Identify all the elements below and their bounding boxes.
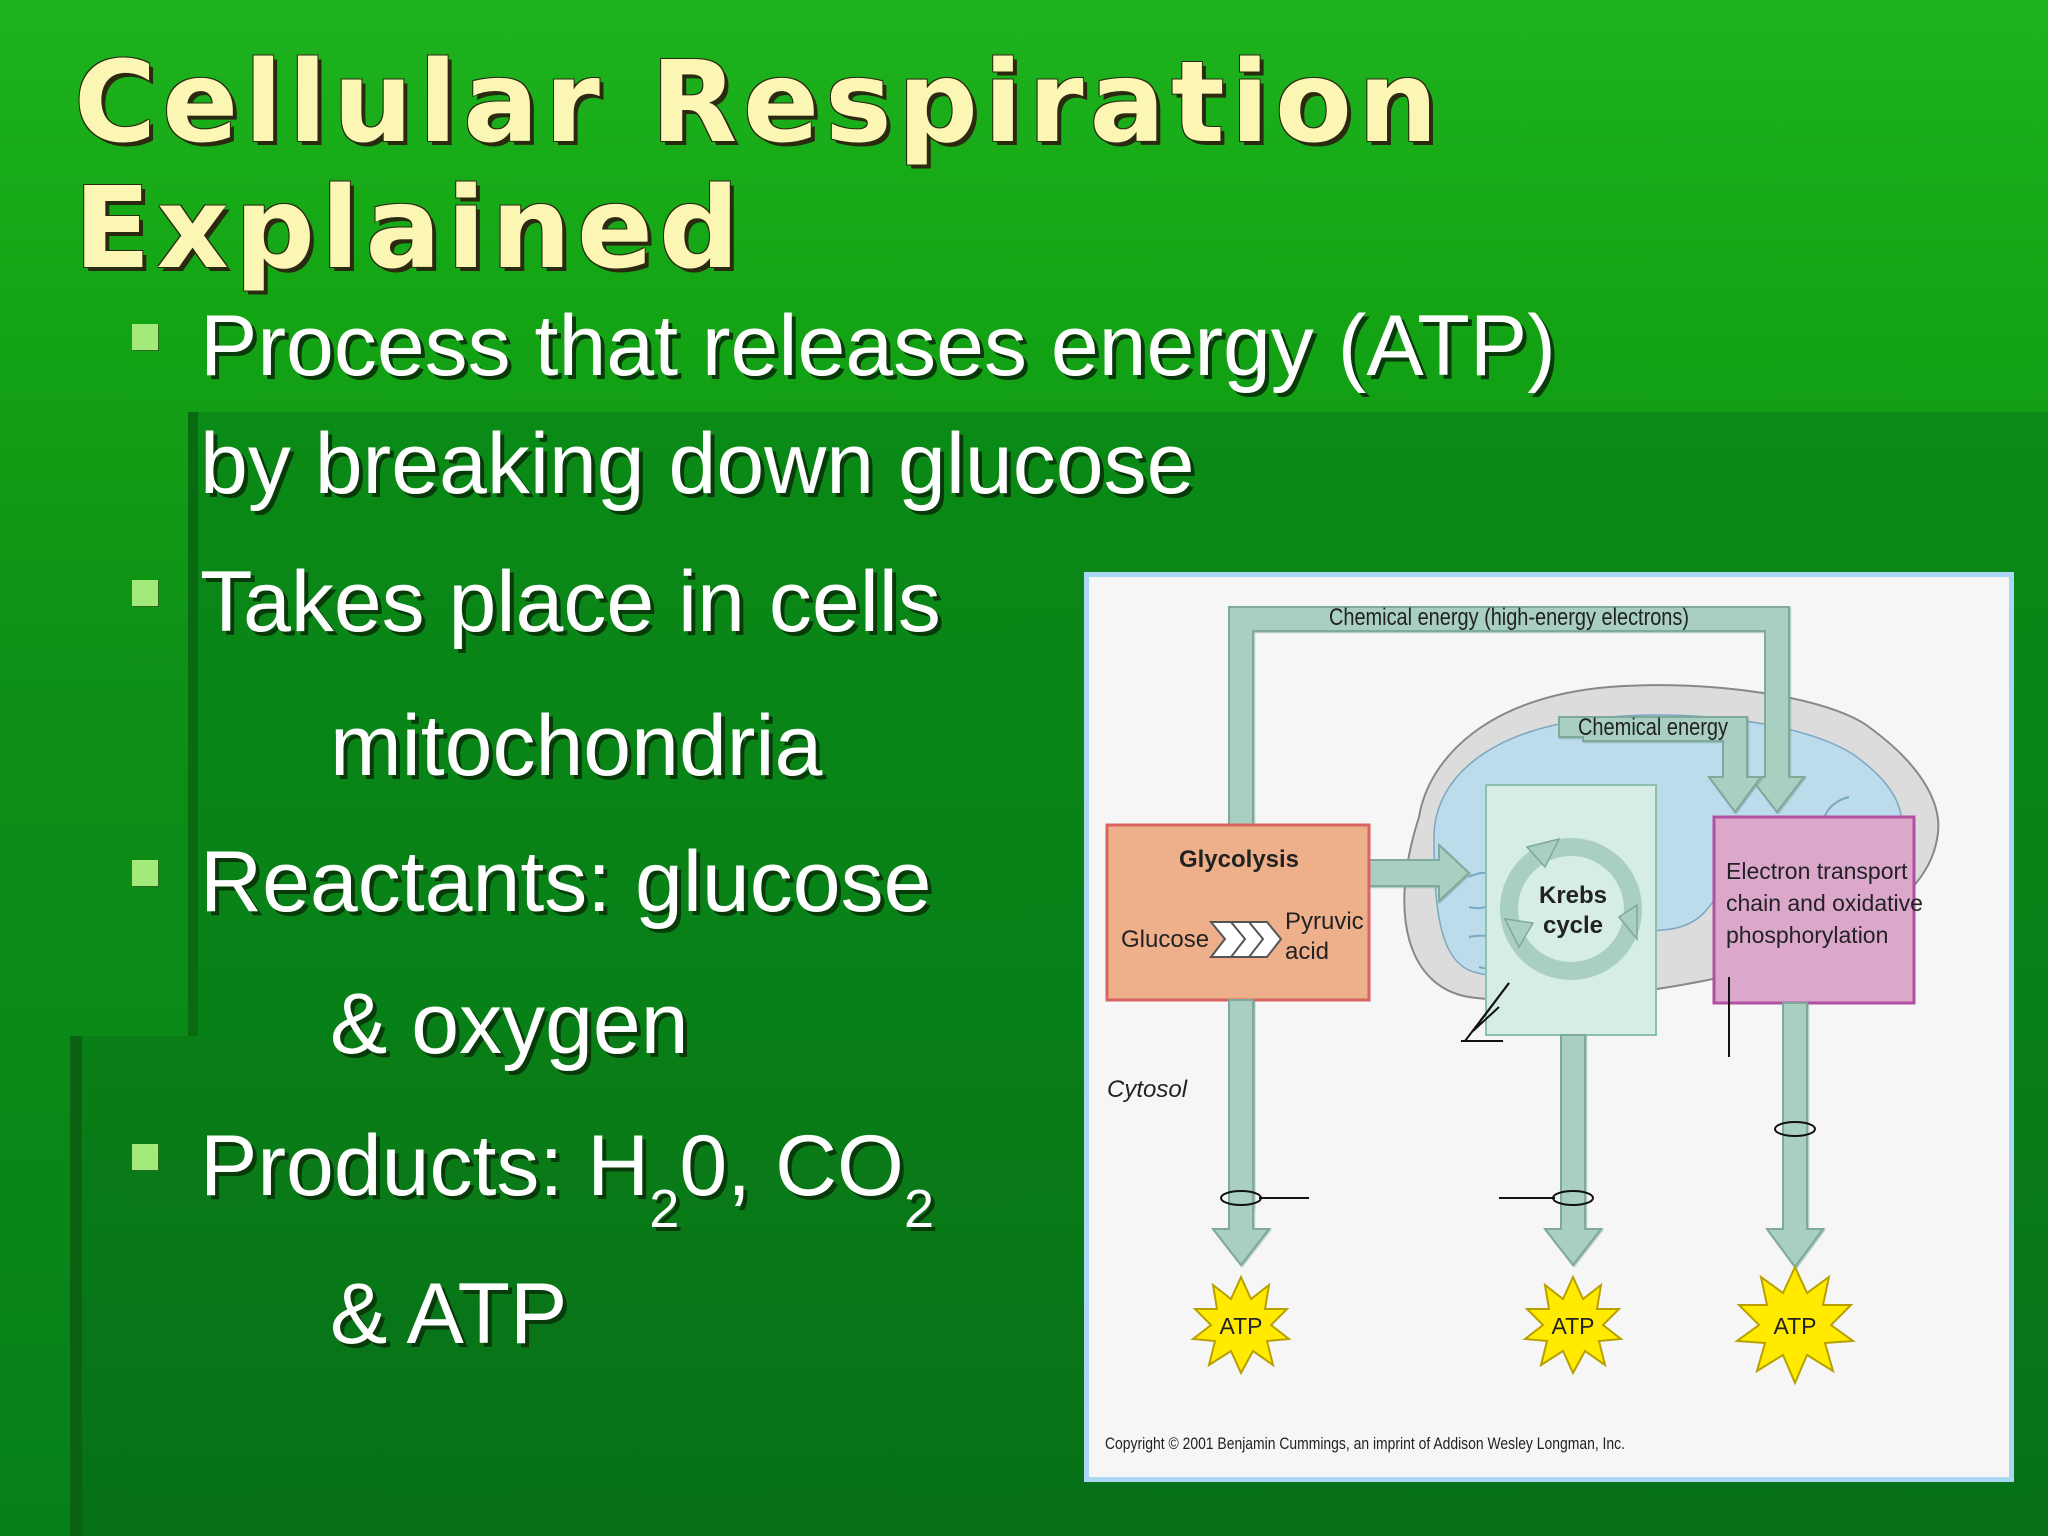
glycolysis-chevrons [1208,921,1283,958]
bullet-1-line-2: by breaking down glucose [200,416,1195,512]
label-glycolysis: Glycolysis [1179,846,1299,873]
krebs-cycle-arrowhead [1525,837,1561,869]
label-cytosol: Cytosol [1107,1076,1188,1103]
copyright-notice: Copyright © 2001 Benjamin Cummings, an i… [1105,1434,1625,1453]
atp-label: ATP [1773,1313,1816,1339]
electron-transport-box [1712,815,1916,1005]
arrow-glycolysis-to-atp [1210,999,1272,1267]
bullet-marker [132,1144,158,1170]
label-etc-3: phosphorylation [1726,922,1888,948]
krebs-cycle-arrowhead [1503,918,1535,949]
atp-burst: ATP [1522,1274,1624,1376]
label-cycle: cycle [1543,912,1603,939]
atp-label: ATP [1551,1313,1594,1339]
title-line-1: Cellular Respiration [74,38,1444,168]
atp-burst: ATP [1734,1264,1856,1386]
title-line-2: Explained [74,164,746,294]
bullet-3-line-1: Reactants: glucose [200,834,932,930]
bullet-2-line-1: Takes place in cells [200,554,941,650]
arrow-high-energy-electrons [1228,606,1807,1208]
products-label: Products: H [200,1118,650,1214]
atp-burst: ATP [1190,1274,1292,1376]
label-chemical-energy: Chemical energy [1578,714,1728,741]
atp-label: ATP [1219,1313,1262,1339]
label-krebs: Krebs [1539,882,1607,909]
bullet-3-line-2: & oxygen [330,976,689,1072]
label-pyruvic: Pyruvic [1285,908,1364,935]
arrow-pyruvate-to-krebs [1358,842,1471,904]
bullet-1-line-1: Process that releases energy (ATP) [200,298,1556,394]
cellular-respiration-diagram: Chemical energy (high-energy electrons) … [1084,572,2014,1482]
glycolysis-box [1105,823,1371,1002]
leader-lines [1220,977,1816,1206]
label-etc-2: chain and oxidative [1726,890,1923,916]
arrow-krebs-to-atp [1542,1034,1604,1267]
slide-title: Cellular Respiration Explained [74,40,1674,292]
bullet-2-line-2: mitochondria [330,698,823,794]
bullet-marker [132,324,158,350]
label-high-energy-electrons: Chemical energy (high-energy electrons) [1329,604,1689,631]
label-acid: acid [1285,938,1329,965]
products-mid: 0, CO [679,1118,904,1214]
co2-subscript: 2 [903,1179,934,1239]
label-glucose: Glucose [1121,926,1209,953]
arrow-chemical-energy [1558,716,1763,814]
bullet-marker [132,580,158,606]
bullet-4-line-2: & ATP [330,1266,568,1362]
bullet-marker [132,860,158,886]
krebs-cycle-arrowhead [1617,903,1638,942]
bullet-4-line-1: Products: H20, CO2 [200,1116,934,1239]
h2o-subscript: 2 [649,1179,680,1239]
label-etc-1: Electron transport [1726,858,1908,884]
diagram-svg: Chemical energy (high-energy electrons) … [1105,604,1940,1453]
